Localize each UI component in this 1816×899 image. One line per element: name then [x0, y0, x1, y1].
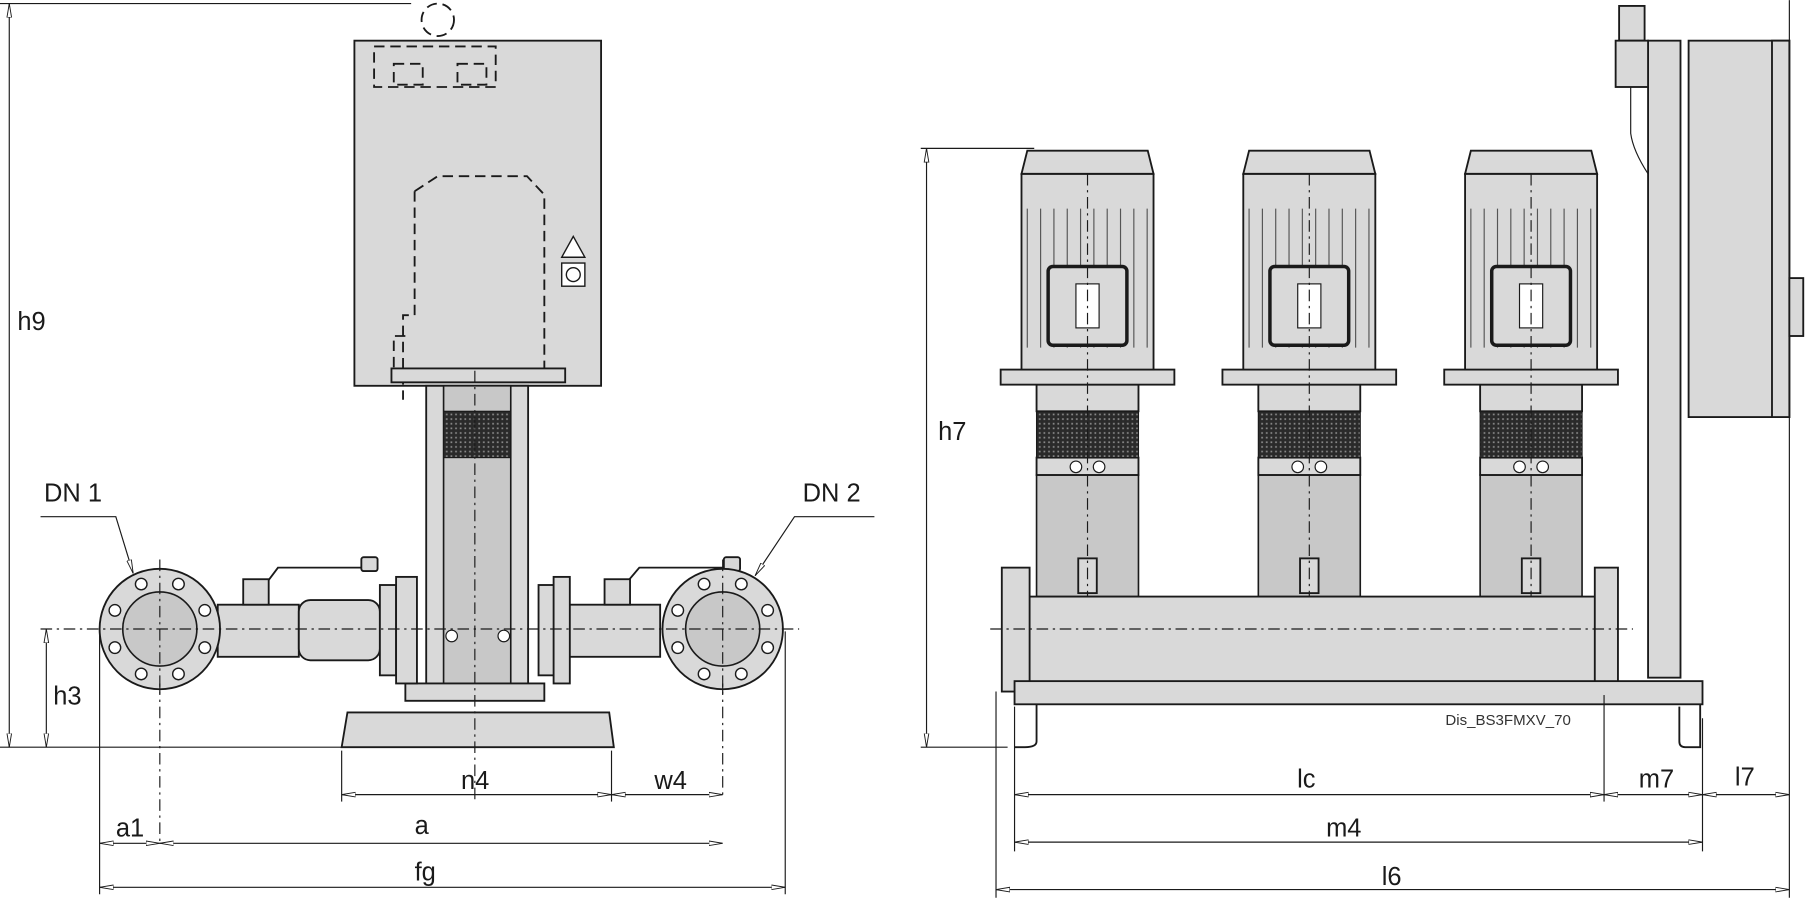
bolt-icon: [697, 667, 711, 681]
manifold: [1015, 595, 1603, 685]
dn1-label: DN 1: [44, 480, 102, 508]
h7-label: h7: [938, 418, 966, 446]
hidden-lifting-bracket: [373, 45, 497, 88]
bolt-icon: [734, 667, 748, 681]
bolt-icon: [108, 641, 122, 655]
bolt-icon: [134, 577, 148, 591]
bolt-icon: [697, 577, 711, 591]
l7-label: l7: [1735, 763, 1755, 791]
side-view: h7 Dis_BS3FMXV_70 lc m7 l7 m4 l6: [920, 0, 1805, 898]
motor-fan-grille: [442, 410, 512, 459]
front-view: h9 h3: [0, 2, 875, 895]
bolt-icon: [171, 577, 185, 591]
h9-label: h9: [17, 308, 45, 336]
base-frame: [1013, 680, 1704, 706]
a-label: a: [415, 812, 430, 840]
bolt-icon: [734, 577, 748, 591]
bolt-icon: [761, 641, 775, 655]
control-cabinet: [353, 39, 603, 387]
motor-top-cover: [1020, 149, 1155, 175]
m7-label: m7: [1639, 766, 1674, 794]
m4-label: m4: [1326, 814, 1361, 842]
lc-label: lc: [1297, 766, 1316, 794]
bolt-icon: [198, 641, 212, 655]
motor-top-cover: [1242, 149, 1377, 175]
fg-label: fg: [415, 858, 436, 886]
bolt-icon: [671, 641, 685, 655]
drawing-id: Dis_BS3FMXV_70: [1445, 712, 1570, 729]
outlet-valve-assembly: [537, 556, 741, 685]
l6-label: l6: [1382, 863, 1402, 891]
bolt-icon: [171, 667, 185, 681]
n4-label: n4: [461, 767, 489, 795]
a1-label: a1: [116, 814, 144, 842]
w4-label: w4: [653, 767, 687, 795]
main-switch-icon: [561, 262, 586, 287]
dn2-label: DN 2: [803, 480, 861, 508]
h3-label: h3: [53, 682, 81, 710]
pressure-sensor: [1618, 4, 1646, 42]
bolt-icon: [671, 603, 685, 617]
inlet-valve-assembly: [216, 556, 418, 685]
panel-support-post: [1647, 39, 1682, 679]
bolt-icon: [108, 603, 122, 617]
bolt-icon: [761, 603, 775, 617]
lifting-eye-icon: [420, 2, 455, 37]
electrical-hazard-icon: [560, 234, 587, 258]
motor-top-cover: [1463, 149, 1599, 175]
bolt-icon: [134, 667, 148, 681]
base-plate: [340, 711, 615, 749]
bolt-icon: [198, 603, 212, 617]
hidden-motor-outline: [392, 175, 546, 400]
